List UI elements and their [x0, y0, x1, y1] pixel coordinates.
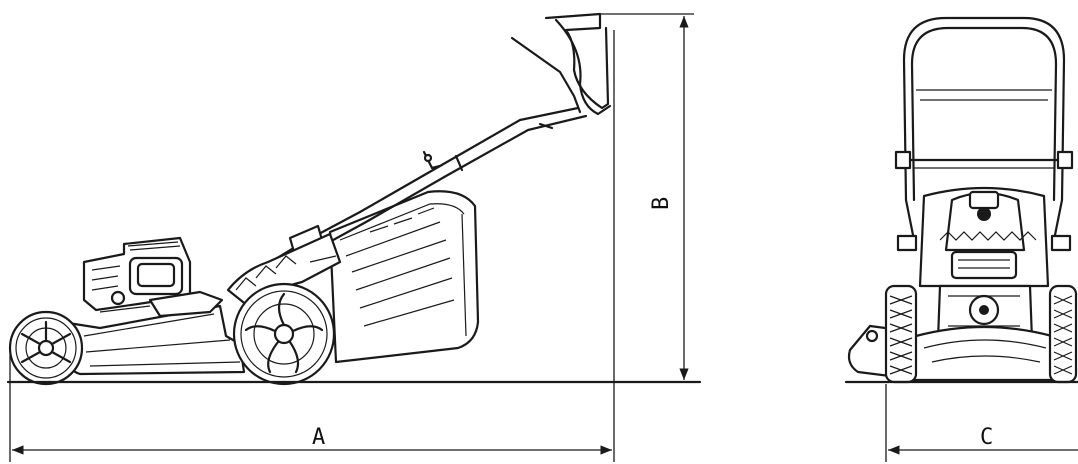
grass-bag	[328, 190, 480, 364]
side-view: A B	[6, 12, 702, 462]
front-right-wheel	[1048, 284, 1078, 384]
dimension-b: B	[600, 13, 694, 380]
front-view: C	[844, 16, 1078, 462]
front-engine-body	[918, 186, 1050, 342]
dimension-a: A	[9, 30, 615, 462]
dimension-label-b: B	[649, 197, 674, 210]
dimension-c: C	[885, 384, 1078, 462]
dimension-label-a: A	[312, 425, 325, 450]
rear-wheel	[232, 282, 336, 386]
mower-deck	[60, 232, 342, 376]
engine	[82, 236, 224, 318]
front-wheel	[8, 310, 84, 386]
front-left-wheel	[884, 284, 918, 384]
front-handle-frame	[894, 16, 1074, 252]
dimension-label-c: C	[980, 425, 993, 450]
front-deck	[847, 324, 1060, 382]
